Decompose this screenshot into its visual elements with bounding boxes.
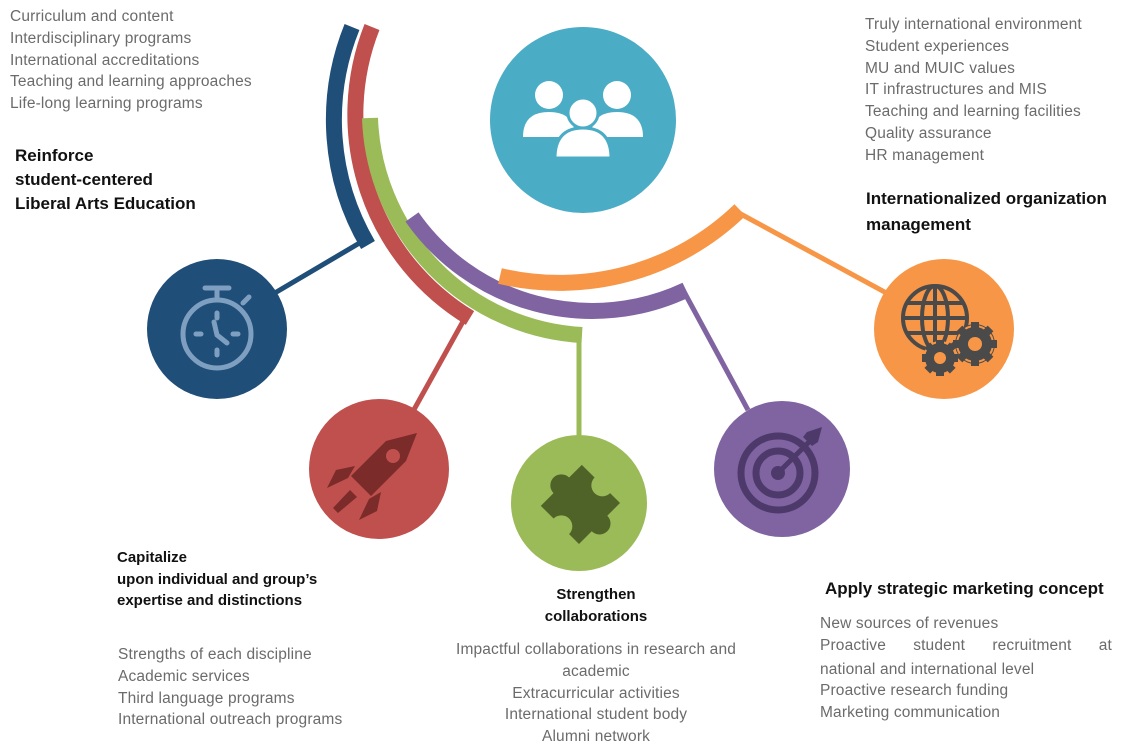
- list-item: Interdisciplinary programs: [10, 29, 192, 47]
- navy-connector: [266, 235, 370, 300]
- list-item: Student experiences: [865, 37, 1010, 55]
- list-item: Proactive research funding: [820, 682, 1009, 700]
- list-item: Teaching and learning facilities: [865, 103, 1081, 121]
- navy-arc: [325, 23, 375, 250]
- expertise-title: Capitalize upon individual and group’s e…: [117, 547, 317, 612]
- liberal-arts-title: Reinforce student-centered Liberal Arts …: [15, 144, 196, 216]
- purple-arc: [405, 212, 690, 319]
- list-item: International accreditations: [10, 51, 200, 69]
- red-connector: [408, 314, 469, 417]
- target-icon: [737, 427, 822, 514]
- list-item: Teaching and learning approaches: [10, 73, 252, 91]
- expertise-items: Strengths of each discipline Academic se…: [118, 644, 342, 731]
- list-item: Third language programs: [118, 689, 295, 707]
- list-item: HR management: [865, 146, 985, 164]
- globe-gears-icon: [901, 284, 997, 376]
- title-line: Capitalize: [117, 549, 188, 566]
- list-item: academic: [562, 662, 630, 680]
- list-item: Academic services: [118, 667, 250, 685]
- list-item: Truly international environment: [865, 16, 1082, 33]
- list-item: International outreach programs: [118, 711, 343, 729]
- stopwatch-icon: [180, 285, 254, 371]
- liberal-arts-items: Curriculum and content Interdisciplinary…: [10, 6, 252, 115]
- justified-word: recruitment: [992, 636, 1072, 654]
- list-item: national and international level: [820, 660, 1035, 678]
- collaborations-title: Strengthen collaborations: [496, 584, 696, 627]
- green-arc: [362, 117, 583, 343]
- list-item: Life-long learning programs: [10, 95, 203, 113]
- list-item: Alumni network: [541, 728, 651, 746]
- red-arc: [347, 24, 475, 325]
- puzzle-icon: [540, 464, 621, 545]
- organization-items: Truly international environment Student …: [865, 14, 1082, 167]
- title-line: upon individual and group’s: [117, 570, 318, 588]
- list-item: Impactful collaborations in research and: [456, 641, 736, 658]
- title-line: student-centered: [15, 170, 153, 189]
- title-line: Strengthen: [556, 586, 636, 603]
- list-item: IT infrastructures and MIS: [865, 81, 1047, 99]
- collaborations-items: Impactful collaborations in research and…: [436, 639, 756, 748]
- marketing-items: New sources of revenues Proactive studen…: [820, 613, 1112, 724]
- purple-connector: [679, 286, 751, 412]
- organization-circle: [874, 259, 1014, 399]
- organization-title: Internationalized organization managemen…: [866, 186, 1107, 238]
- title-line: Liberal Arts Education: [15, 194, 196, 213]
- title-line: Internationalized organization: [866, 189, 1107, 208]
- orange-connector: [735, 209, 894, 299]
- list-item: New sources of revenues: [820, 615, 999, 632]
- justified-word: Proactive: [820, 636, 886, 654]
- title-line: management: [866, 215, 971, 234]
- title-line: collaborations: [544, 607, 648, 625]
- list-item: Marketing communication: [820, 704, 1001, 722]
- marketing-title: Apply strategic marketing concept: [825, 577, 1104, 601]
- orange-arc: [498, 204, 746, 291]
- justified-word: at: [1098, 636, 1112, 654]
- rocket-icon: [327, 433, 417, 520]
- list-item: Extracurricular activities: [512, 684, 680, 702]
- justified-word: student: [913, 636, 966, 654]
- list-item: MU and MUIC values: [865, 59, 1015, 77]
- title-line: Reinforce: [15, 146, 94, 165]
- list-item: Strengths of each discipline: [118, 646, 312, 663]
- list-item: Quality assurance: [865, 124, 992, 142]
- list-item: International student body: [504, 706, 688, 724]
- people-group-icon: [523, 81, 643, 160]
- list-item: Proactive student recruitment at: [820, 635, 1112, 657]
- title-line: Apply strategic marketing concept: [825, 579, 1104, 598]
- list-item: Curriculum and content: [10, 8, 174, 25]
- title-line: expertise and distinctions: [117, 592, 303, 609]
